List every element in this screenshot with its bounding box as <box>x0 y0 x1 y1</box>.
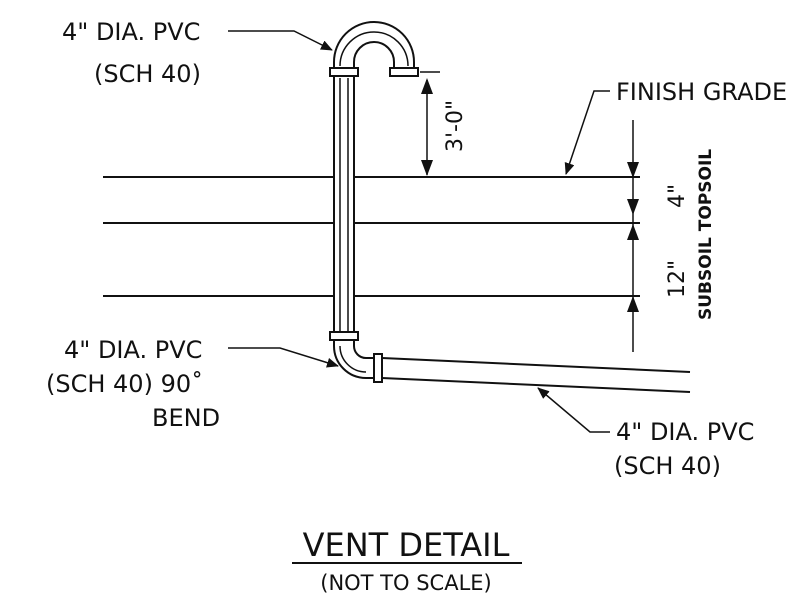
dimension-soil-depth: 4" 12" SUBSOIL TOPSOIL <box>627 120 716 352</box>
top-return-bend <box>329 21 419 77</box>
leader-horizontal-pvc <box>537 387 610 433</box>
vertical-vent-pipe <box>333 73 355 337</box>
dim-4in-label: 4" <box>665 184 690 208</box>
horizontal-pvc-pipe <box>381 357 691 393</box>
dim-12in-label: 12" <box>665 260 690 298</box>
top-pvc-label-2: (SCH 40) <box>94 60 201 88</box>
leader-bend <box>228 347 339 368</box>
dimension-3ft: 3'-0" <box>420 71 468 176</box>
drawing-subtitle: (NOT TO SCALE) <box>320 571 492 595</box>
soil-layers-label: SUBSOIL TOPSOIL <box>696 149 716 320</box>
drawing-title: VENT DETAIL <box>303 526 510 564</box>
horiz-pvc-label-2: (SCH 40) <box>614 452 721 480</box>
dim-3ft-label: 3'-0" <box>443 100 468 152</box>
bend-label-2: (SCH 40) 90˚ <box>46 370 203 398</box>
bend-label-1: 4" DIA. PVC <box>64 336 202 364</box>
bend-label-3: BEND <box>152 404 220 432</box>
horiz-pvc-label-1: 4" DIA. PVC <box>616 418 754 446</box>
top-pvc-label-1: 4" DIA. PVC <box>62 18 200 46</box>
leader-finish-grade <box>564 90 610 175</box>
finish-grade-label: FINISH GRADE <box>616 78 787 106</box>
bottom-90-bend <box>329 331 383 383</box>
leader-top-pvc <box>228 30 333 51</box>
